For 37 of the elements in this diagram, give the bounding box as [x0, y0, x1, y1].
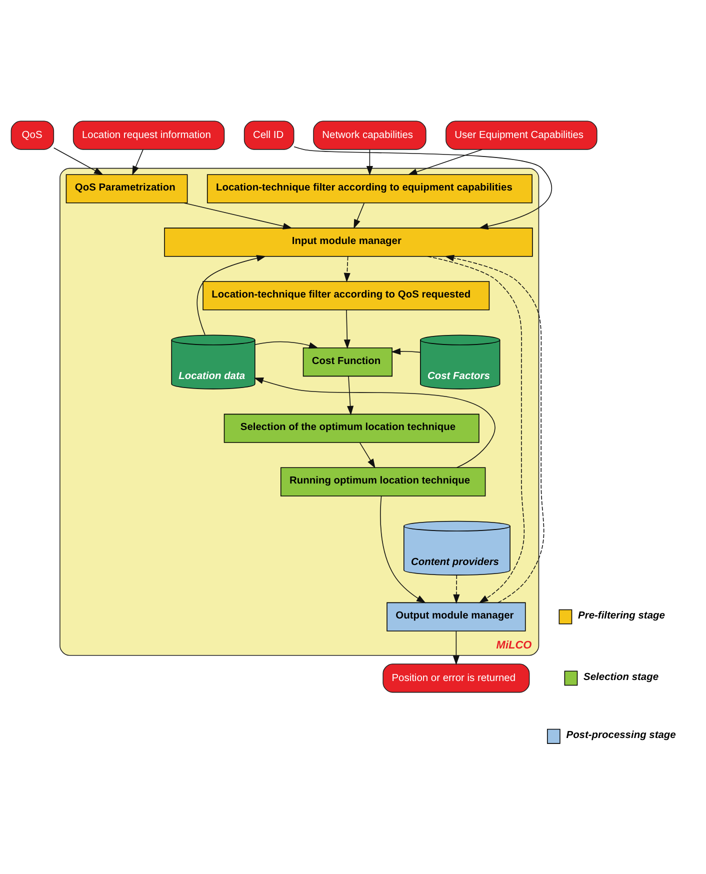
node-box: Running optimum location technique [280, 467, 486, 496]
arrow [347, 376, 354, 416]
node-box: Location-technique filter according to equipment capabilities [206, 174, 532, 204]
arrow [254, 378, 496, 468]
node-box: Output module manager [386, 602, 526, 632]
arrow [344, 310, 350, 350]
node-box: Cell ID [244, 120, 294, 150]
arrow [366, 149, 374, 176]
legend-label: Pre-filtering stage [578, 610, 665, 622]
node-box: Cost Function [302, 347, 392, 377]
arrow [354, 202, 365, 229]
legend-label: Post-processing stage [566, 730, 676, 742]
arrow [360, 442, 376, 468]
node-box: Selection of the optimum location technique [224, 414, 480, 443]
arrow [184, 202, 292, 230]
arrow [53, 147, 104, 176]
arrow [452, 630, 460, 666]
node-box: Position or error is returned [382, 664, 530, 693]
legend-label: Selection stage [584, 672, 659, 684]
arrow [294, 146, 552, 230]
arrow [408, 149, 483, 176]
arrow [380, 496, 426, 604]
arrow [132, 149, 144, 176]
node-box: Input module manager [164, 228, 533, 257]
node-box: Location-technique filter according to QoS requested [202, 281, 490, 310]
node-box: User Equipment Capabilities [446, 120, 598, 150]
arrow [444, 254, 544, 603]
arrow [254, 341, 318, 349]
arrow [196, 255, 266, 336]
arrow [344, 256, 350, 282]
node-box: QoS [10, 120, 54, 150]
arrow [391, 348, 421, 355]
arrow [453, 574, 460, 604]
node-box: Location request information [72, 120, 225, 150]
node-box: QoS Parametrization [66, 174, 188, 204]
node-box: Network capabilities [313, 120, 426, 150]
arrow [427, 256, 525, 604]
